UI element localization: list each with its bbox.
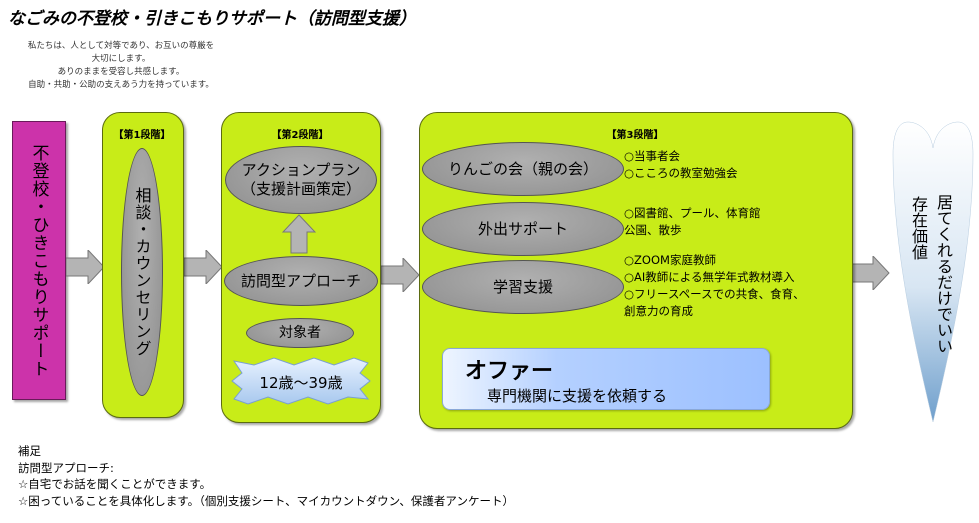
learning-support-oval: 学習支援	[422, 260, 624, 314]
arrow-icon	[381, 258, 420, 292]
visit-approach-oval: 訪問型アプローチ	[224, 256, 378, 306]
offer-title: オファー	[465, 359, 554, 384]
philosophy-text: 私たちは、人として対等であり、お互いの尊厳を 大切にします。 ありのままを受容し…	[6, 40, 236, 92]
outing-support-label: 外出サポート	[477, 219, 568, 238]
bullet-item: ○ZOOM家庭教師	[624, 253, 716, 267]
target-age-label: 12歳〜39歳	[259, 374, 343, 392]
notes-line: 訪問型アプローチ:	[18, 460, 114, 475]
philosophy-line: ありのままを受容し共感します。	[57, 67, 185, 77]
target-bar: 不登校・ひきこもりサポート	[12, 121, 66, 400]
apple-club-label: りんごの会（親の会）	[447, 159, 598, 178]
arrow-icon	[184, 250, 223, 284]
notes-line: ☆自宅でお話を聞くことができます。	[18, 477, 212, 491]
arrow-icon	[66, 250, 105, 284]
counseling-oval: 相談・カウンセリング	[121, 148, 163, 396]
visit-approach-label: 訪問型アプローチ	[240, 271, 361, 290]
outing-support-bullets: ○図書館、プール、体育館 公園、散歩	[624, 205, 761, 239]
heart-shape	[892, 121, 974, 423]
target-people-oval: 対象者	[246, 318, 354, 348]
learning-support-label: 学習支援	[492, 277, 553, 296]
heart-text-sub: 存在価値	[909, 196, 928, 260]
page-title: なごみの不登校・引きこもりサポート（訪問型支援）	[8, 9, 416, 29]
arrow-icon	[851, 256, 890, 290]
bullet-item: ○図書館、プール、体育館	[624, 206, 761, 220]
offer-subtitle: 専門機関に支援を依頼する	[487, 387, 668, 405]
bullet-item: ○フリースペースでの共食、食育、	[624, 287, 805, 301]
up-arrow-icon	[282, 214, 316, 254]
offer-box: オファー 専門機関に支援を依頼する	[442, 348, 770, 410]
bullet-item: ○こころの教室勉強会	[624, 166, 738, 180]
bullet-item: ○当事者会	[624, 149, 681, 163]
notes-line: ☆困っていることを具体化します。（個別支援シート、マイカウントダウン、保護者アン…	[18, 493, 514, 508]
target-bar-label: 不登校・ひきこもりサポート	[28, 143, 49, 378]
bullet-item: 公園、散歩	[624, 223, 682, 237]
stage-2-label: 【第2段階】	[271, 130, 329, 141]
notes: 補足 訪問型アプローチ: ☆自宅でお話を聞くことができます。 ☆困っていることを…	[18, 443, 514, 509]
apple-club-oval: りんごの会（親の会）	[422, 142, 624, 196]
action-plan-line1: アクションプラン	[241, 161, 361, 179]
action-plan-line2: （支援計画策定）	[240, 180, 361, 198]
philosophy-line: 大切にします。	[91, 54, 151, 64]
stage-3-label: 【第3段階】	[606, 130, 664, 141]
outing-support-oval: 外出サポート	[422, 202, 624, 256]
philosophy-line: 私たちは、人として対等であり、お互いの尊厳を	[27, 41, 215, 51]
target-people-label: 対象者	[279, 324, 321, 341]
learning-support-bullets: ○ZOOM家庭教師 ○AI教師による無学年式教材導入 ○フリースペースでの共食、…	[624, 252, 805, 320]
wave-shape	[231, 357, 371, 405]
notes-line: 補足	[18, 444, 41, 458]
stage-1-label: 【第1段階】	[113, 130, 171, 141]
counseling-label: 相談・カウンセリング	[132, 187, 152, 357]
action-plan-oval: アクションプラン （支援計画策定）	[225, 146, 377, 214]
bullet-item: 創意力の育成	[624, 304, 693, 318]
heart-text-main: 居てくれるだけでいい	[934, 194, 953, 354]
bullet-item: ○AI教師による無学年式教材導入	[624, 270, 795, 284]
apple-club-bullets: ○当事者会 ○こころの教室勉強会	[624, 148, 738, 182]
philosophy-line: 自助・共助・公助の支えあう力を持っています。	[28, 80, 214, 90]
